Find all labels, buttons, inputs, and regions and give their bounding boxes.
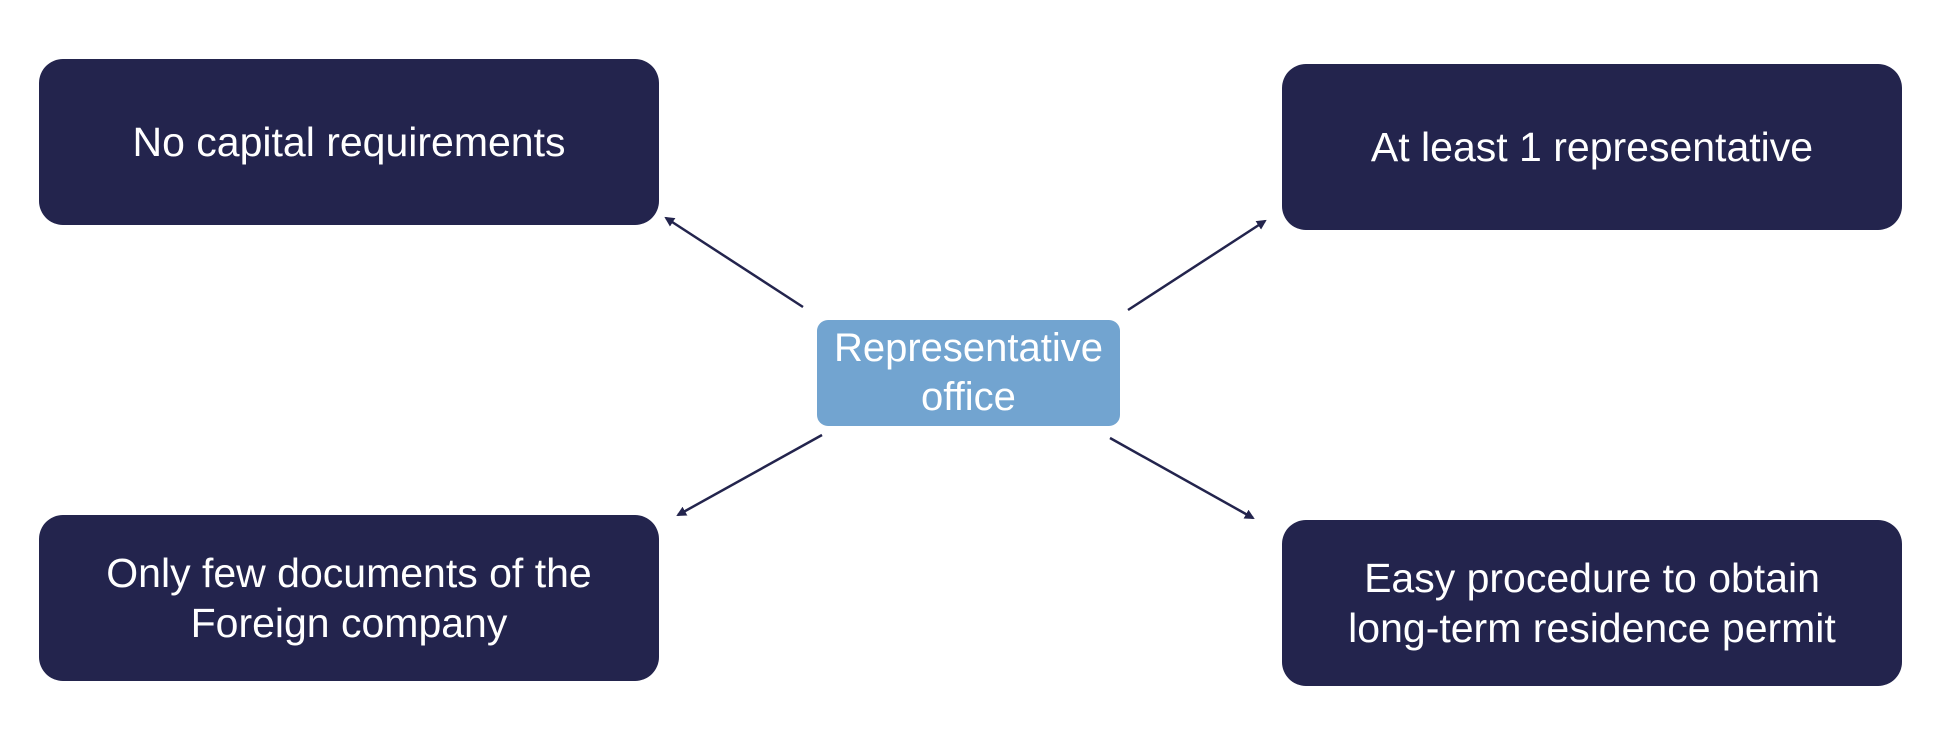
node-only-few-documents: Only few documents of the Foreign compan… (39, 515, 659, 681)
node-at-least-one-representative: At least 1 representative (1282, 64, 1902, 230)
arrow-to-top-left (664, 216, 804, 309)
node-label-line2: long-term residence permit (1348, 605, 1836, 651)
arrow-to-bottom-left (676, 433, 823, 517)
center-label: Representative office (834, 324, 1103, 422)
node-label-line1: Easy procedure to obtain (1364, 554, 1820, 601)
center-label-line1: Representative (833, 326, 1104, 371)
node-label: Easy procedure to obtain long-term resid… (1348, 553, 1836, 653)
node-easy-residence-permit: Easy procedure to obtain long-term resid… (1282, 520, 1902, 686)
node-label-line1: Only few documents of the (106, 549, 592, 596)
arrow-to-bottom-right (1109, 436, 1255, 520)
center-label-line2: office (921, 375, 1016, 419)
node-representative-office: Representative office (817, 320, 1120, 426)
node-label: At least 1 representative (1370, 123, 1814, 170)
node-label: Only few documents of the Foreign compan… (106, 548, 591, 648)
arrow-to-top-right (1127, 219, 1267, 312)
node-label: No capital requirements (132, 118, 566, 165)
node-no-capital-requirements: No capital requirements (39, 59, 659, 225)
node-label-line2: Foreign company (190, 600, 508, 646)
